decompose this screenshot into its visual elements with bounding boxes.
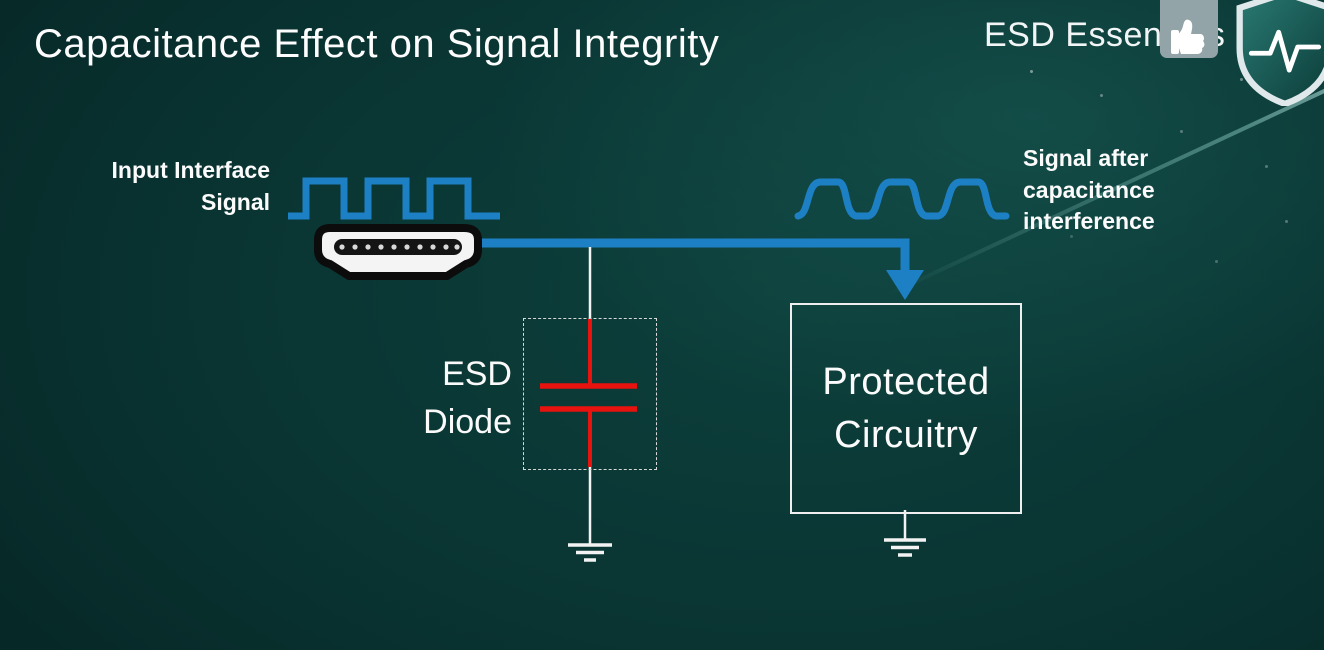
protected-circuitry-label-line2: Circuitry xyxy=(834,413,978,456)
distorted-signal-waveform xyxy=(794,178,1010,220)
esd-diode-label: ESD Diode xyxy=(370,350,512,447)
shield-logo-icon xyxy=(1232,0,1324,108)
pulse-line xyxy=(1248,29,1322,73)
output-signal-label-line1: Signal after xyxy=(1023,145,1149,171)
shield-logo-svg xyxy=(1236,0,1324,108)
capacitor-dashed-box xyxy=(523,318,657,470)
output-signal-label: Signal after capacitance interference xyxy=(1023,143,1213,238)
esd-diode-label-line1: ESD xyxy=(442,355,512,393)
output-signal-label-line3: interference xyxy=(1023,208,1155,235)
ground-symbol-protected xyxy=(884,510,926,557)
protected-circuitry-box: Protected Circuitry xyxy=(790,303,1022,514)
thumbs-up-icon xyxy=(1160,0,1218,58)
hdmi-pins xyxy=(339,244,460,250)
clean-signal-waveform xyxy=(288,177,500,220)
output-signal-label-line2: capacitance xyxy=(1023,176,1155,203)
input-signal-label-line1: Input Interface xyxy=(111,157,270,183)
hdmi-connector-icon xyxy=(314,224,482,280)
page-title: Capacitance Effect on Signal Integrity xyxy=(34,22,720,66)
input-signal-label-line2: Signal xyxy=(200,188,270,215)
capacitor-symbol xyxy=(540,319,637,467)
input-signal-label: Input Interface Signal xyxy=(70,155,270,218)
esd-diode-label-line2: Diode xyxy=(423,403,512,442)
thumbs-up-glyph xyxy=(1171,19,1205,54)
signal-trace-line xyxy=(478,238,910,272)
signal-arrow xyxy=(886,270,924,300)
decorative-sparkles xyxy=(1030,70,1033,73)
ground-symbol-capacitor xyxy=(568,543,612,562)
protected-circuitry-label-line1: Protected xyxy=(822,360,990,403)
